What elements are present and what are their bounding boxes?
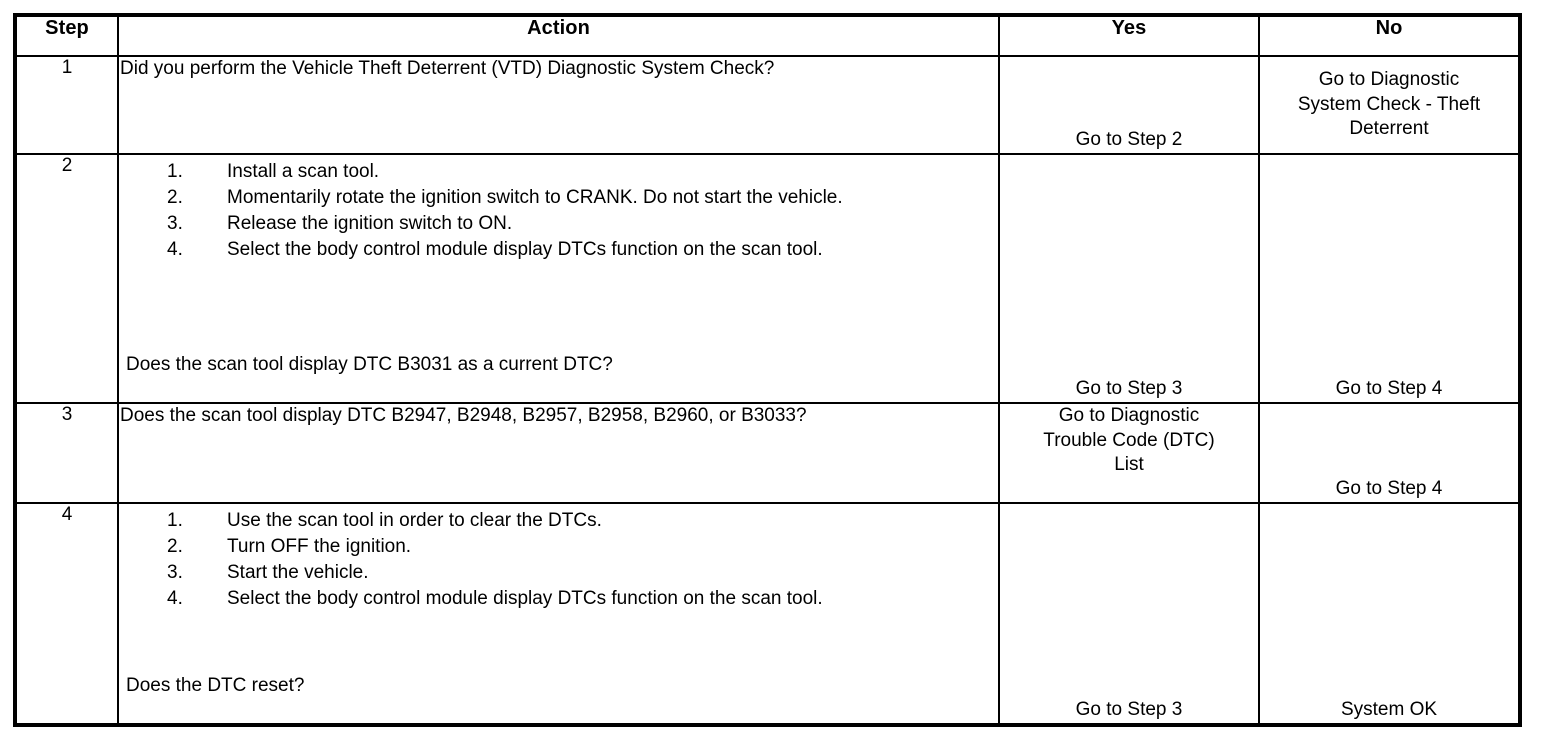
column-header-action: Action [117,15,1000,57]
list-item: 3. Start the vehicle. [119,560,998,585]
step-number: 4 [15,502,119,725]
list-item-number: 4. [167,588,183,610]
action-cell: Did you perform the Vehicle Theft Deterr… [117,55,1000,155]
diagnostic-procedure-table: Step Action Yes No 1 Did you perform the… [13,13,1522,727]
table-body: 1 Did you perform the Vehicle Theft Dete… [15,55,1520,725]
action-step-list: 1. Use the scan tool in order to clear t… [119,508,998,611]
no-answer-cell: System OK [1258,502,1520,725]
table-row: 1 Did you perform the Vehicle Theft Dete… [15,55,1520,155]
answer-line: Go to Diagnostic [1058,405,1200,426]
action-question-text: Does the scan tool display DTC B3031 as … [126,354,613,376]
answer-line: System Check - Theft [1297,93,1481,115]
answer-line: Go to Step 4 [1335,378,1443,400]
list-item: 2. Momentarily rotate the ignition switc… [119,185,998,210]
no-answer-cell: Go to Step 4 [1258,153,1520,404]
table-header: Step Action Yes No [15,15,1520,57]
no-answer-cell: Go to Diagnostic System Check - Theft De… [1258,55,1520,155]
answer-line: Go to Step 3 [1075,699,1183,721]
list-item: 4. Select the body control module displa… [119,237,998,262]
answer-line: Trouble Code (DTC) [1043,429,1215,451]
list-item-text: Use the scan tool in order to clear the … [227,510,602,531]
list-item: 4. Select the body control module displa… [119,586,998,611]
list-item-number: 1. [167,510,183,531]
answer-line: Deterrent [1349,118,1429,140]
answer-line: System OK [1340,699,1438,721]
table-row: 3 Does the scan tool display DTC B2947, … [15,402,1520,504]
answer-line: List [1114,454,1144,476]
list-item-text: Release the ignition switch to ON. [227,213,513,235]
list-item-number: 4. [167,239,183,261]
list-item-text: Start the vehicle. [227,562,369,584]
table-row: 2 1. Install a scan tool. 2. Momentarily… [15,153,1520,404]
list-item-number: 3. [167,562,183,584]
yes-answer-cell: Go to Step 3 [998,502,1260,725]
step-number: 2 [15,153,119,404]
list-item: 2. Turn OFF the ignition. [119,534,998,559]
answer-line: Go to Step 4 [1335,478,1443,500]
header-row: Step Action Yes No [15,15,1520,57]
list-item: 1. Install a scan tool. [119,159,998,184]
action-lead-text: Does the scan tool display DTC B2947, B2… [120,405,807,426]
yes-answer-cell: Go to Step 3 [998,153,1260,404]
list-item-number: 2. [167,187,183,209]
no-answer-cell: Go to Step 4 [1258,402,1520,504]
step-number: 1 [15,55,119,155]
table-row: 4 1. Use the scan tool in order to clear… [15,502,1520,725]
action-lead-text: Did you perform the Vehicle Theft Deterr… [120,58,775,79]
list-item-number: 3. [167,213,183,235]
answer-line: Go to Step 2 [1075,129,1183,151]
list-item: 1. Use the scan tool in order to clear t… [119,508,998,533]
step-number: 3 [15,402,119,504]
list-item-number: 1. [167,161,183,182]
action-cell: 1. Install a scan tool. 2. Momentarily r… [117,153,1000,404]
list-item-text: Select the body control module display D… [227,239,823,261]
answer-line: Go to Diagnostic [1318,68,1460,90]
action-step-list: 1. Install a scan tool. 2. Momentarily r… [119,159,998,262]
action-cell: Does the scan tool display DTC B2947, B2… [117,402,1000,504]
yes-answer-cell: Go to Step 2 [998,55,1260,155]
action-cell: 1. Use the scan tool in order to clear t… [117,502,1000,725]
list-item-text: Install a scan tool. [227,161,380,182]
list-item-text: Select the body control module display D… [227,588,823,610]
list-item-number: 2. [167,536,183,558]
column-header-step: Step [15,15,119,57]
yes-answer-cell: Go to Diagnostic Trouble Code (DTC) List [998,402,1260,504]
column-header-yes: Yes [998,15,1260,57]
list-item-text: Momentarily rotate the ignition switch t… [227,187,843,209]
list-item-text: Turn OFF the ignition. [227,536,412,558]
column-header-no: No [1258,15,1520,57]
answer-line: Go to Step 3 [1075,378,1183,400]
list-item: 3. Release the ignition switch to ON. [119,211,998,236]
action-question-text: Does the DTC reset? [126,675,305,697]
